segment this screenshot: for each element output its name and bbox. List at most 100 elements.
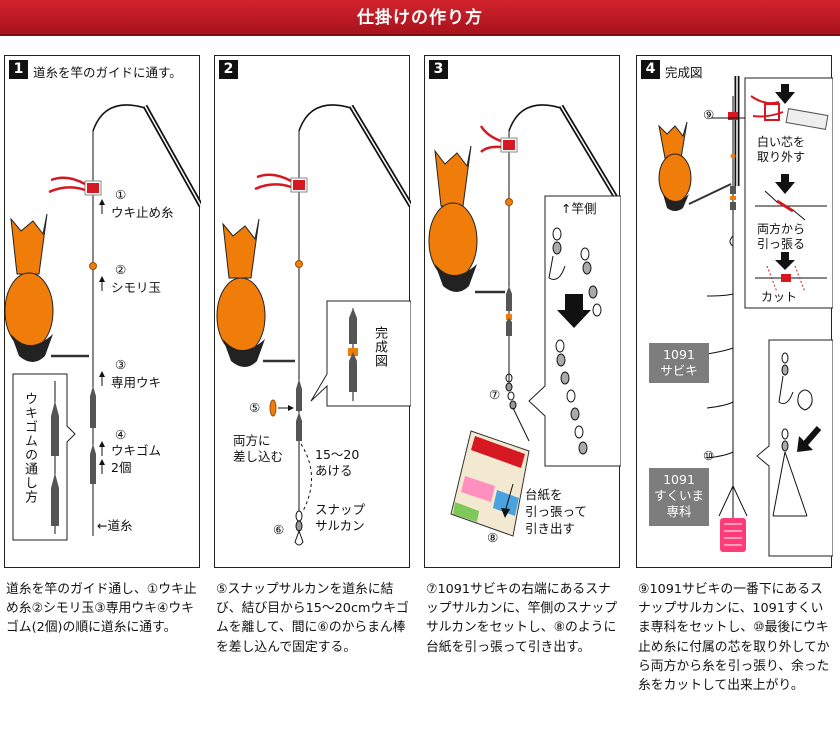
swivel-detail-inset bbox=[528, 195, 621, 467]
float-rubber-2 bbox=[506, 318, 512, 336]
inset-swivels-top bbox=[548, 227, 602, 317]
net-connect-inset bbox=[756, 339, 833, 557]
knot-cut bbox=[781, 274, 791, 282]
label-8: ⑧ bbox=[487, 530, 499, 545]
inset-swivels-bottom bbox=[555, 339, 588, 455]
inset-rubber-2 bbox=[51, 473, 59, 526]
float-rubber bbox=[730, 186, 736, 194]
step-3-illustration bbox=[428, 104, 621, 537]
sinker-bead bbox=[505, 198, 513, 206]
gap-indicator bbox=[300, 443, 312, 512]
arrow-diagonal-icon bbox=[802, 426, 822, 446]
float-icon bbox=[5, 213, 89, 362]
arrow-diagonal-head bbox=[797, 436, 813, 452]
step-panel-1: 1 道糸を竿のガイドに通す。 bbox=[4, 55, 201, 568]
rubber-inset-box bbox=[12, 373, 76, 541]
step-3-description: ⑦1091サビキの右端にあるスナップサルカンに、竿側のスナップサルカンをセットし… bbox=[426, 582, 618, 655]
label-9: ⑨ bbox=[703, 107, 715, 122]
stopper-peg bbox=[506, 314, 512, 320]
arrow-up-icon bbox=[99, 371, 105, 377]
float-icon bbox=[658, 121, 732, 211]
label-rubber-threading: ウキゴムの通し方 bbox=[22, 392, 37, 504]
snap-swivel-icon bbox=[294, 510, 304, 546]
label-10: ⑩ bbox=[703, 448, 715, 463]
label-rubber: ウキゴム bbox=[111, 443, 162, 458]
step-title-1: 道糸を竿のガイドに通す。 bbox=[33, 65, 182, 80]
float-rubber bbox=[730, 202, 736, 210]
label-completed: 完成図 bbox=[372, 326, 387, 368]
float-stop-knot bbox=[293, 180, 305, 190]
header-bar: 仕掛けの作り方 bbox=[0, 0, 840, 36]
arrow-down-icon bbox=[775, 84, 795, 104]
rod-highlight bbox=[350, 105, 411, 207]
float-stop-knot bbox=[503, 140, 515, 150]
page-title: 仕掛けの作り方 bbox=[357, 8, 483, 28]
label-insert-both: 両方に 差し込む bbox=[233, 433, 284, 464]
float-rubber-2 bbox=[90, 444, 96, 484]
float-rubber-1 bbox=[506, 286, 512, 311]
float-stop-knot bbox=[728, 112, 738, 120]
sukuima-basket-icon bbox=[718, 485, 748, 552]
step-2-illustration bbox=[216, 104, 411, 546]
float-rubber-2 bbox=[296, 412, 302, 441]
snap-swivel-icon bbox=[505, 373, 517, 410]
sabiki-package-icon bbox=[450, 430, 530, 537]
float-stop-thread bbox=[48, 176, 86, 194]
cut-mark-right bbox=[794, 265, 806, 293]
inset-rubber-2 bbox=[349, 352, 357, 392]
label-float: 専用ウキ bbox=[111, 375, 162, 390]
stopper-peg bbox=[269, 399, 277, 417]
stopper-peg bbox=[730, 196, 736, 200]
arrow-down-icon bbox=[501, 508, 510, 518]
rod-highlight bbox=[560, 105, 621, 207]
step-number-3: 3 bbox=[429, 60, 448, 79]
rod-highlight bbox=[144, 105, 201, 207]
sinker-bead bbox=[730, 153, 736, 159]
completed-inset-box bbox=[310, 300, 411, 407]
inset-rubber-1 bbox=[349, 308, 357, 344]
step-number-4: 4 bbox=[641, 60, 660, 79]
label-2: ② bbox=[115, 262, 127, 277]
step-1-description: 道糸を竿のガイド通し、①ウキ止め糸②シモリ玉③専用ウキ④ウキゴム(2個)の順に道… bbox=[6, 582, 197, 636]
step-number-1: 1 bbox=[9, 60, 28, 79]
sinker-bead bbox=[295, 260, 303, 268]
white-core-icon bbox=[785, 108, 829, 130]
arrow-down-icon bbox=[775, 174, 795, 194]
label-5: ⑤ bbox=[249, 400, 261, 415]
label-main-line: ←道糸 bbox=[97, 518, 133, 533]
float-stop-thread bbox=[479, 125, 502, 153]
label-1091-sabiki: 1091 サビキ bbox=[649, 343, 709, 383]
cut-mark-left bbox=[766, 265, 778, 293]
pull-arrow-left bbox=[764, 190, 778, 203]
label-bead: シモリ玉 bbox=[111, 280, 162, 295]
float-icon bbox=[216, 218, 295, 367]
label-two-pieces: 2個 bbox=[111, 460, 132, 475]
arrow-up-icon bbox=[99, 199, 105, 205]
sabiki-hooks bbox=[706, 235, 734, 459]
rod-tip bbox=[92, 104, 146, 132]
sinker-bead bbox=[89, 262, 97, 270]
stopper-knot-detail bbox=[764, 103, 780, 121]
step-4-illustration bbox=[658, 76, 833, 557]
label-float-stop: ウキ止め糸 bbox=[111, 205, 174, 220]
arrow-down-big-icon bbox=[557, 294, 591, 328]
label-gap: 15〜20 あける bbox=[315, 447, 360, 478]
step-title-4: 完成図 bbox=[665, 65, 703, 80]
cut-detail-inset bbox=[744, 77, 833, 309]
arrow-up-icon bbox=[99, 459, 105, 465]
step-number-2: 2 bbox=[219, 60, 238, 79]
stopper-thread-detail bbox=[750, 95, 784, 118]
step-1-illustration bbox=[5, 104, 201, 541]
label-snap-swivel: スナップ サルカン bbox=[315, 502, 366, 533]
inset-rubber-1 bbox=[51, 401, 59, 456]
float-rubber-1 bbox=[296, 379, 302, 411]
pull-arrow bbox=[504, 483, 514, 513]
label-4: ④ bbox=[115, 427, 127, 442]
rod-tip bbox=[298, 104, 352, 132]
float-stop-knot bbox=[87, 183, 99, 193]
step-panel-4: 4 完成図 bbox=[636, 55, 833, 568]
label-3: ③ bbox=[115, 357, 127, 372]
float-stop-thread bbox=[254, 173, 292, 191]
label-6: ⑥ bbox=[273, 522, 285, 537]
step-4-description: ⑨1091サビキの一番下にあるスナップサルカンに、1091すくいま専科をセットし… bbox=[638, 582, 830, 694]
